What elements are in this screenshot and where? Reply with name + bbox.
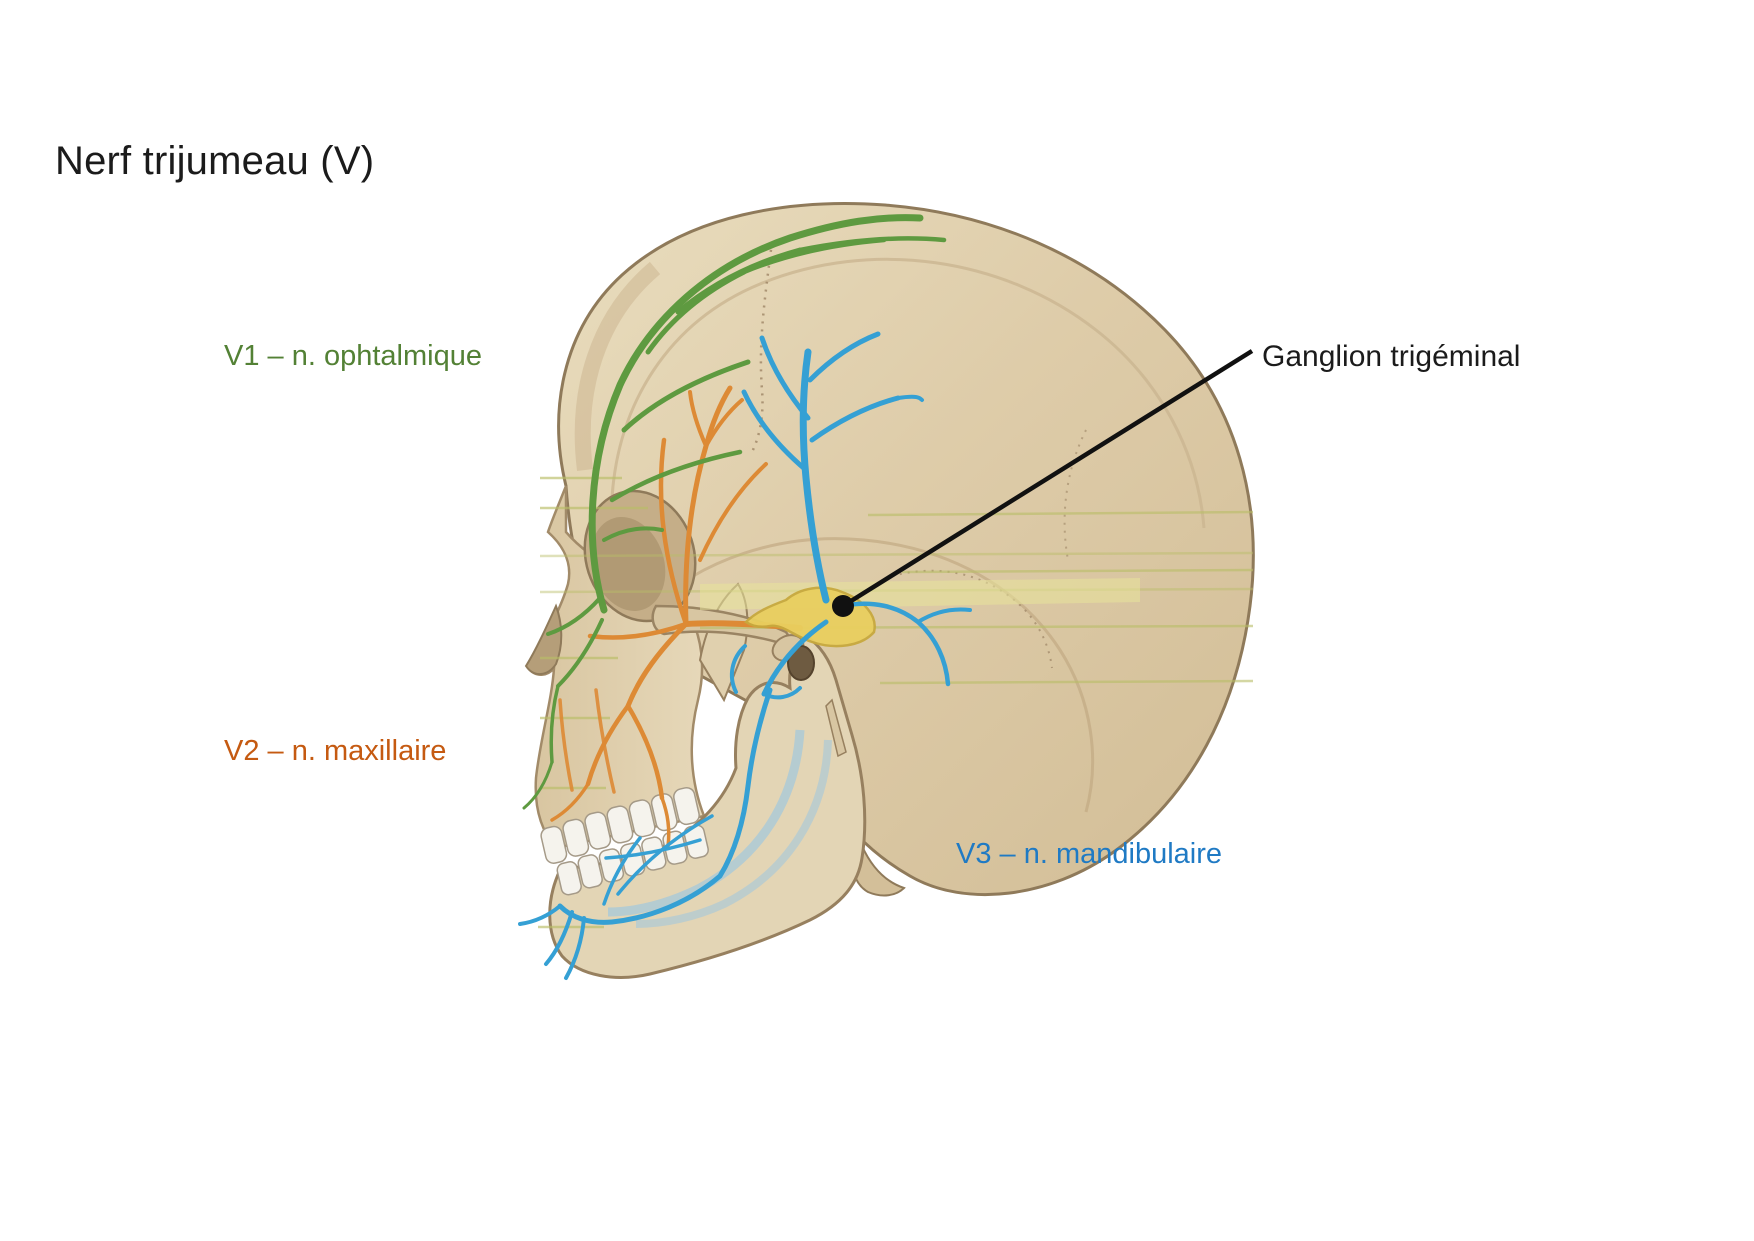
v2-maxillary-nerve-branches	[550, 385, 803, 848]
styloid-process	[825, 698, 847, 758]
v3-mandibular-nerve-branches	[518, 331, 972, 980]
pointer-line	[841, 349, 1254, 608]
skull-face	[524, 485, 749, 850]
label-v3-mandibular: V3 – n. mandibulaire	[956, 838, 1222, 870]
nasal-aperture	[524, 603, 563, 675]
label-v2-maxillary: V2 – n. maxillaire	[224, 735, 447, 767]
coronal-suture	[750, 241, 774, 453]
label-trigeminal-ganglion: Ganglion trigéminal	[1262, 340, 1521, 373]
label-v1-ophthalmic: V1 – n. ophtalmique	[224, 340, 482, 372]
v1-ophthalmic-nerve-branches	[522, 214, 947, 810]
pointer-dot-icon	[832, 595, 854, 617]
teeth	[540, 786, 709, 896]
ear-canal	[787, 645, 815, 681]
page-title: Nerf trijumeau (V)	[55, 139, 375, 183]
ganglion-pointer	[832, 349, 1254, 617]
